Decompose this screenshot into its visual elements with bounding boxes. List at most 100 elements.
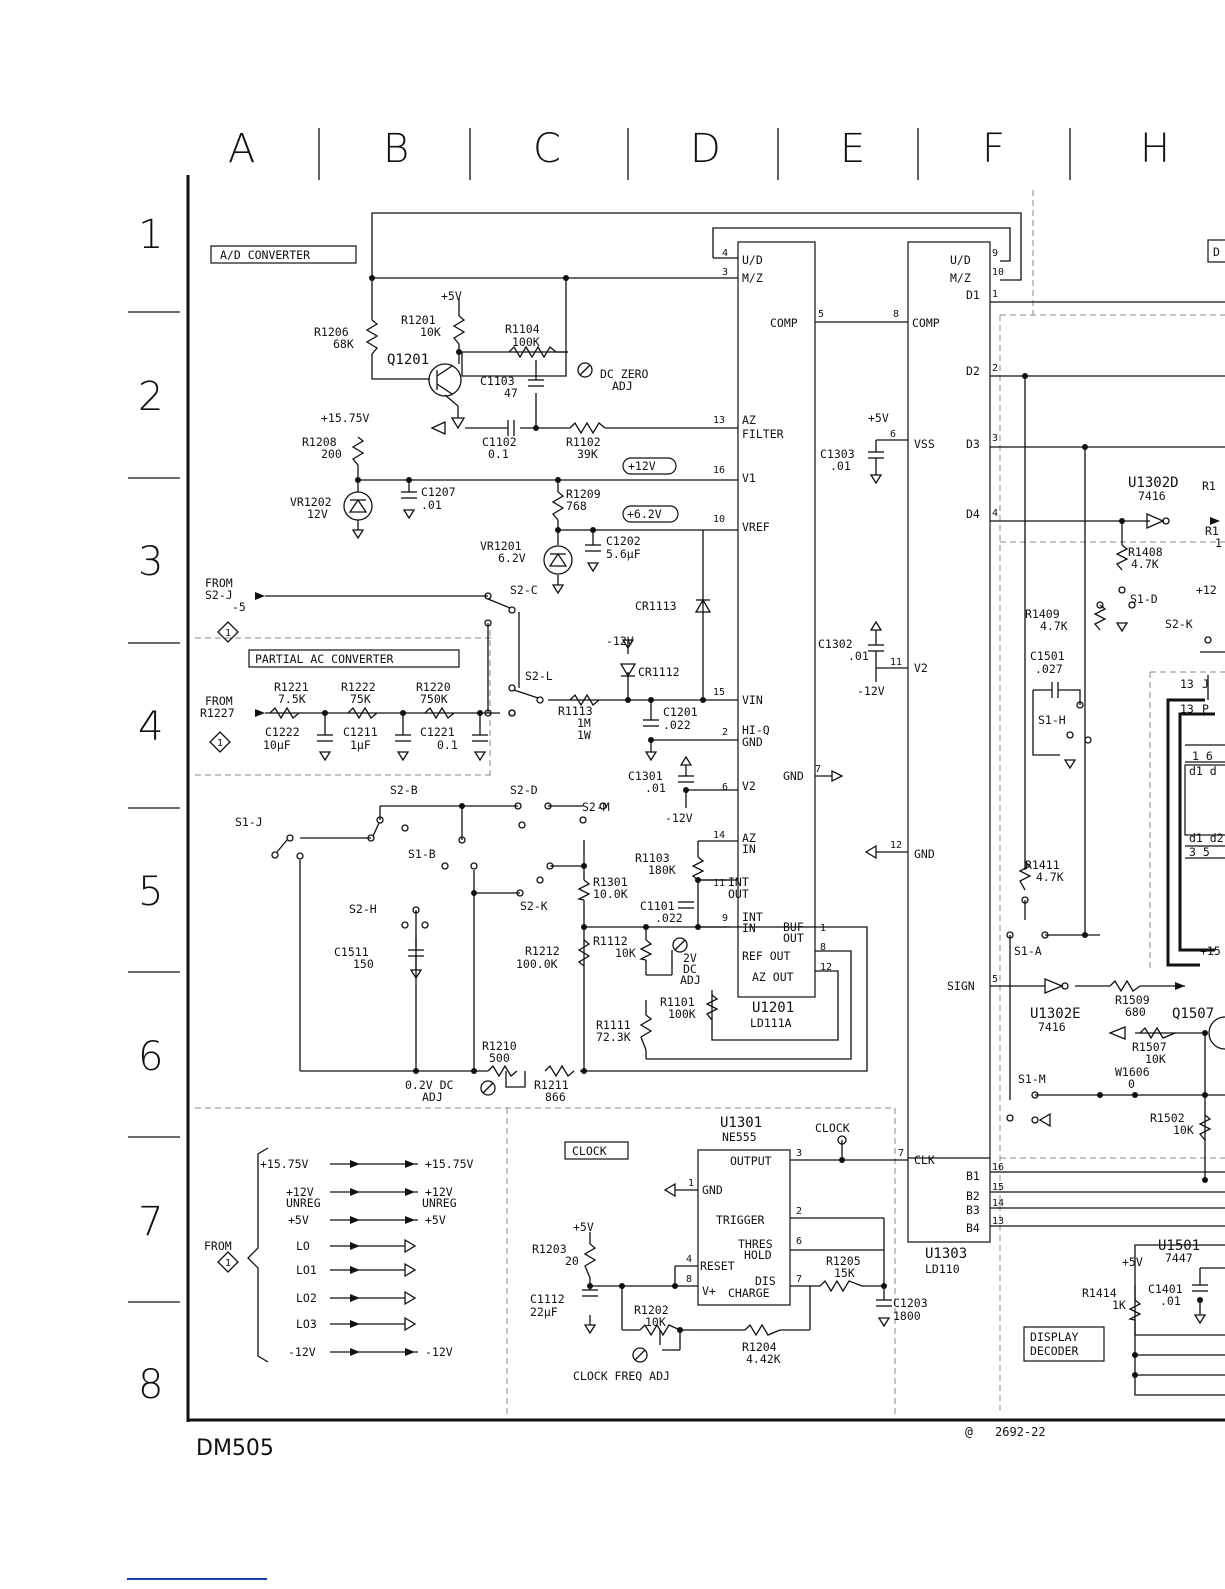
capacitors: [317, 379, 1208, 1307]
row-5: 5: [138, 869, 163, 915]
r1509-symbol: [1109, 979, 1141, 993]
svg-text:R1409: R1409: [1025, 607, 1060, 621]
svg-text:S1-B: S1-B: [408, 847, 436, 861]
copyright-mark: @: [965, 1425, 973, 1440]
svg-text:INT: INT: [728, 875, 749, 889]
r1222-symbol: [347, 706, 378, 720]
row-3: 3: [138, 539, 163, 585]
svg-text:LO1: LO1: [296, 1263, 317, 1277]
r1507-symbol: [1139, 1026, 1176, 1040]
svg-text:10K: 10K: [1145, 1052, 1166, 1066]
r1112-symbol: [639, 939, 653, 961]
r1409-symbol: [1093, 604, 1107, 631]
r1103-symbol: [691, 856, 705, 881]
ic-u1201: U/D M/Z COMP AZ FILTER V1 VREF VIN HI-Q …: [713, 241, 832, 1030]
svg-text:4.42K: 4.42K: [746, 1352, 781, 1366]
svg-text:7.5K: 7.5K: [278, 692, 306, 706]
svg-text:R1210: R1210: [482, 1039, 517, 1053]
svg-text:S2-C: S2-C: [510, 583, 538, 597]
svg-text:10K: 10K: [615, 946, 636, 960]
svg-text:150: 150: [353, 957, 374, 971]
svg-text:R1204: R1204: [742, 1340, 777, 1354]
svg-text:C1211: C1211: [343, 725, 378, 739]
svg-text:1: 1: [217, 738, 223, 749]
svg-text:2: 2: [722, 727, 728, 738]
svg-text:0.1: 0.1: [437, 738, 458, 752]
svg-text:M/Z: M/Z: [950, 271, 971, 285]
svg-text:.01: .01: [848, 649, 869, 663]
svg-text:100.0K: 100.0K: [516, 957, 558, 971]
svg-text:+15.75V: +15.75V: [425, 1157, 474, 1171]
u1501-part: 7447: [1165, 1251, 1193, 1265]
r1210-symbol: [487, 1064, 518, 1078]
svg-text:15K: 15K: [834, 1266, 855, 1280]
svg-text:LO2: LO2: [296, 1291, 317, 1305]
u1301-name: U1301: [720, 1115, 762, 1131]
svg-text:P: P: [1202, 702, 1209, 716]
svg-text:R1206: R1206: [314, 325, 349, 339]
blue-link[interactable]: [127, 1578, 267, 1580]
svg-text:V1: V1: [742, 471, 756, 485]
svg-text:R1101: R1101: [660, 995, 695, 1009]
svg-text:CHARGE: CHARGE: [728, 1286, 770, 1300]
junctions: [322, 275, 1208, 1378]
svg-text:V+: V+: [702, 1284, 716, 1298]
column-e: E: [840, 126, 865, 172]
svg-text:1: 1: [225, 628, 231, 639]
svg-text:B1: B1: [966, 1169, 980, 1183]
svg-text:C1401: C1401: [1148, 1282, 1183, 1296]
svg-text:R1502: R1502: [1150, 1111, 1185, 1125]
svg-text:0.1: 0.1: [488, 447, 509, 461]
r1502-symbol: [1198, 1114, 1212, 1141]
svg-text:4: 4: [722, 248, 728, 259]
svg-text:1: 1: [820, 923, 826, 934]
svg-text:.01: .01: [1160, 1294, 1181, 1308]
svg-text:DC: DC: [683, 962, 697, 976]
svg-text:GND: GND: [783, 769, 804, 783]
svg-text:16: 16: [992, 1162, 1004, 1173]
r1221-symbol: [269, 706, 300, 720]
svg-text:S1-H: S1-H: [1038, 713, 1066, 727]
r1411-symbol: [1018, 861, 1032, 891]
svg-text:14: 14: [713, 830, 725, 841]
svg-text:FROM: FROM: [204, 1239, 232, 1253]
row-8: 8: [138, 1362, 163, 1408]
svg-text:+12V: +12V: [425, 1185, 453, 1199]
svg-text:CR1113: CR1113: [635, 599, 677, 613]
svg-text:R1509: R1509: [1115, 993, 1150, 1007]
svg-text:7: 7: [815, 764, 821, 775]
svg-text:D2: D2: [966, 364, 980, 378]
svg-text:6: 6: [890, 429, 896, 440]
svg-text:1800: 1800: [893, 1309, 921, 1323]
svg-text:S2-D: S2-D: [510, 783, 538, 797]
svg-text:C1203: C1203: [893, 1296, 928, 1310]
svg-text:+5V: +5V: [441, 289, 462, 303]
svg-text:20: 20: [565, 1254, 579, 1268]
svg-text:RESET: RESET: [700, 1259, 735, 1273]
svg-text:GND: GND: [702, 1183, 723, 1197]
svg-text:ADJ: ADJ: [612, 379, 633, 393]
svg-text:10.0K: 10.0K: [593, 887, 628, 901]
svg-text:LO3: LO3: [296, 1317, 317, 1331]
svg-text:C1103: C1103: [480, 374, 515, 388]
svg-text:PARTIAL AC CONVERTER: PARTIAL AC CONVERTER: [255, 652, 394, 666]
svg-text:INT: INT: [742, 910, 763, 924]
svg-text:10K: 10K: [1173, 1123, 1194, 1137]
svg-text:-12V: -12V: [665, 811, 693, 825]
svg-text:Q1507: Q1507: [1172, 1006, 1214, 1022]
u1302e-part: 7416: [1038, 1020, 1066, 1034]
svg-text:6.2V: 6.2V: [498, 551, 526, 565]
svg-text:R1222: R1222: [341, 680, 376, 694]
svg-text:R1507: R1507: [1132, 1040, 1167, 1054]
svg-text:M/Z: M/Z: [742, 271, 763, 285]
svg-text:C1101: C1101: [640, 899, 675, 913]
svg-text:12: 12: [820, 962, 832, 973]
svg-text:6: 6: [796, 1236, 802, 1247]
svg-text:VR1201: VR1201: [480, 539, 522, 553]
svg-text:+15: +15: [1200, 944, 1221, 958]
svg-text:C1202: C1202: [606, 534, 641, 548]
svg-text:AZ: AZ: [742, 413, 756, 427]
svg-text:S2-L: S2-L: [525, 669, 553, 683]
svg-text:R1202: R1202: [634, 1303, 669, 1317]
svg-text:9: 9: [722, 913, 728, 924]
